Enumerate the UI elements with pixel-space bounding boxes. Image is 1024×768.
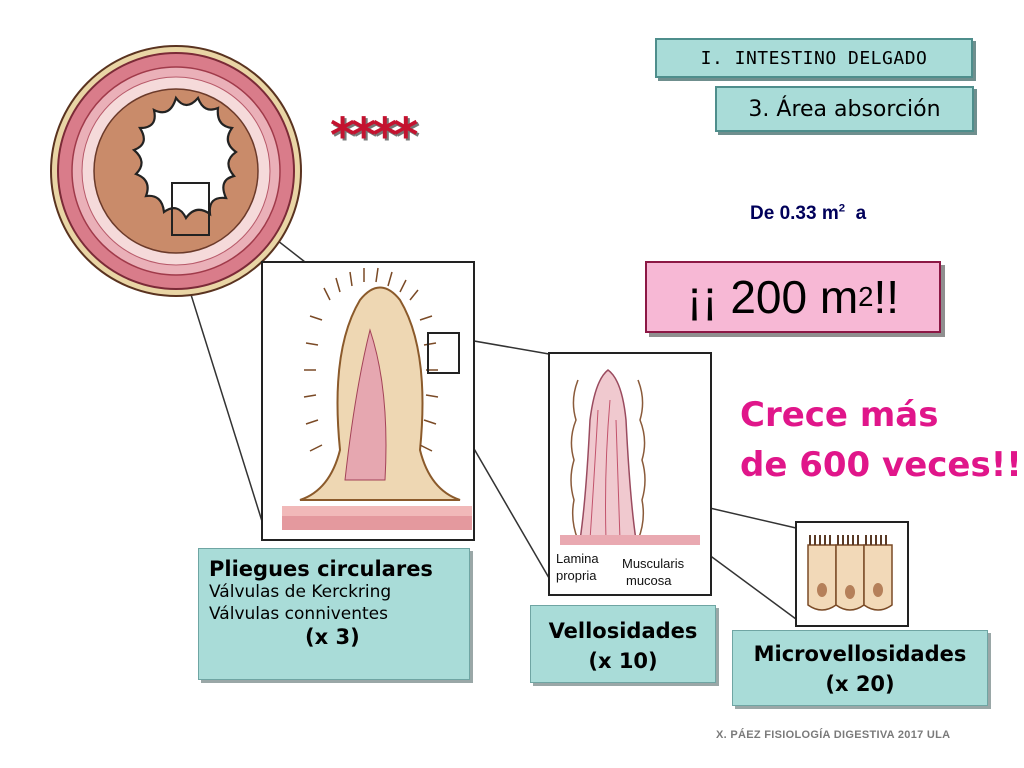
level-subtitle-2: Válvulas conniventes: [209, 604, 388, 624]
muscularis-mucosa-label-2: mucosa: [626, 573, 672, 588]
level-title: Microvellosidades: [753, 642, 967, 666]
stars-decoration: ****: [330, 108, 418, 164]
area-from-suffix: a: [855, 203, 867, 224]
level-factor: (x 20): [825, 672, 895, 696]
area-total-main: ¡¡ 200 m: [686, 271, 859, 323]
lamina-propria-label-2: propria: [556, 568, 597, 583]
level-microvilli: Microvellosidades (x 20): [732, 630, 988, 706]
growth-line-1: Crece más: [740, 395, 939, 435]
growth-callout: Crece más de 600 veces!!: [740, 390, 1022, 490]
level-factor: (x 10): [588, 649, 658, 673]
area-total-suffix: !!: [873, 271, 900, 323]
level-factor: (x 3): [305, 625, 360, 649]
footer-credit: X. PÁEZ FISIOLOGÍA DIGESTIVA 2017 ULA: [716, 729, 951, 741]
subsection-title: 3. Área absorción: [715, 86, 974, 132]
circular-folds-figure: [261, 261, 475, 541]
area-from-prefix: De 0.33 m: [750, 203, 839, 224]
growth-line-2: de 600 veces!!: [740, 445, 1022, 485]
area-from-exp: 2: [838, 202, 846, 215]
section-title: I. INTESTINO DELGADO: [655, 38, 973, 78]
area-from: De 0.33 m2 a: [750, 203, 866, 225]
microvilli-figure: [795, 521, 909, 627]
intestine-cross-section: [50, 45, 302, 297]
villus-figure: Lamina propria Muscularis mucosa: [548, 352, 712, 596]
level-subtitle-1: Válvulas de Kerckring: [209, 582, 392, 602]
lamina-propria-label-1: Lamina: [556, 551, 599, 566]
muscularis-mucosa-label-1: Muscularis: [622, 556, 685, 571]
level-circular-folds: Pliegues circulares Válvulas de Kerckrin…: [198, 548, 470, 680]
level-villi: Vellosidades (x 10): [530, 605, 716, 683]
level-title: Vellosidades: [548, 619, 698, 643]
level-title: Pliegues circulares: [209, 557, 433, 581]
